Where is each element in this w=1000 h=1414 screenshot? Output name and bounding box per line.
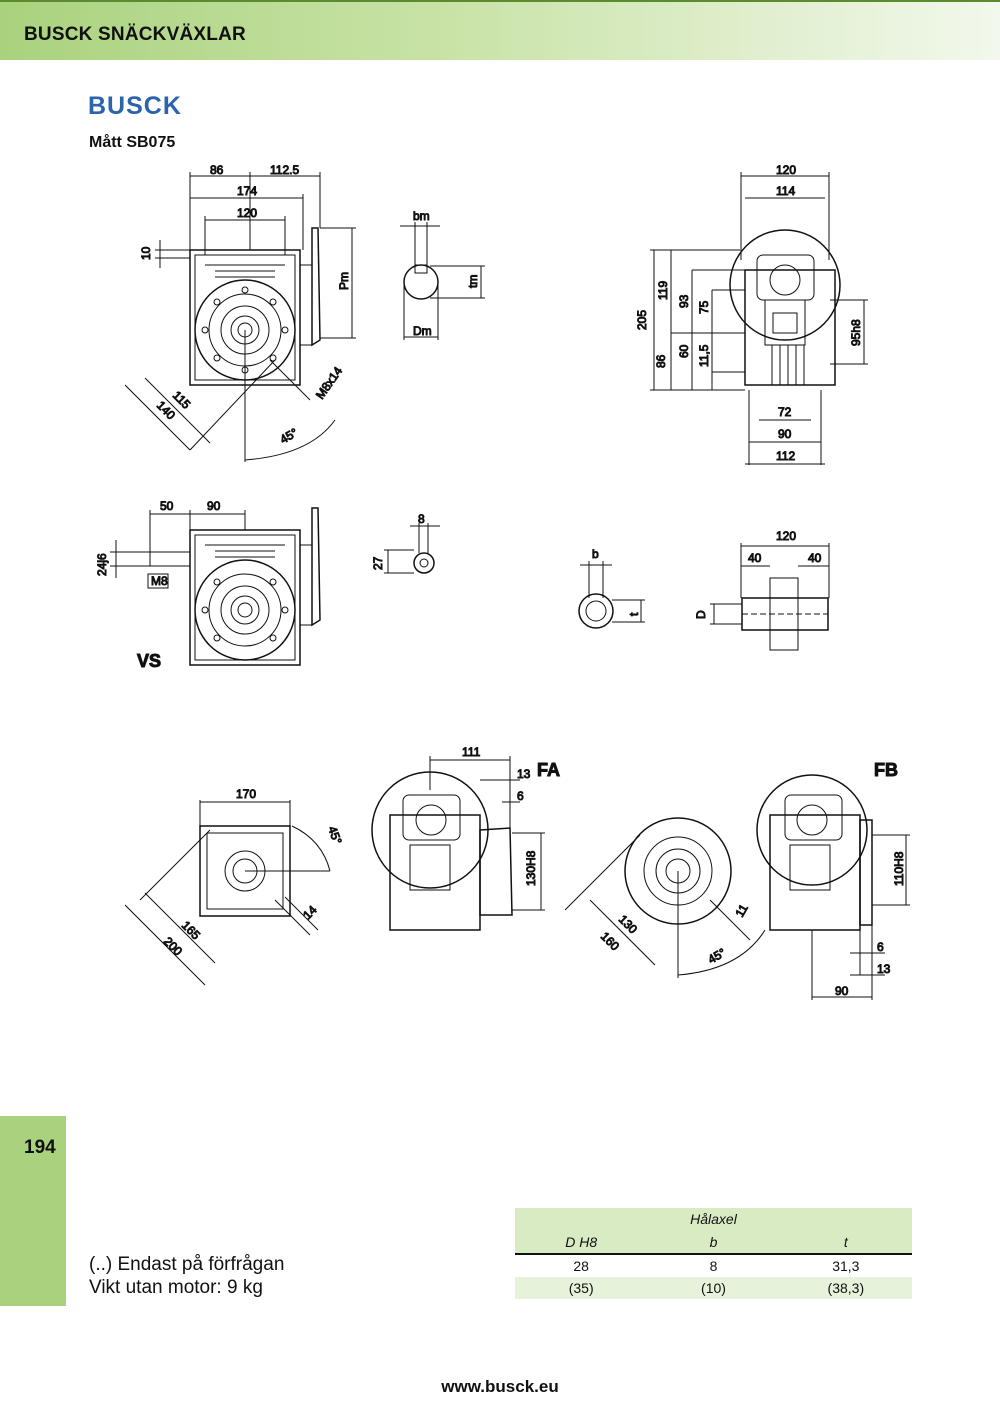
dim-s14: 14 bbox=[300, 903, 320, 923]
dim-h40b: 40 bbox=[808, 551, 822, 565]
table-cell: (35) bbox=[568, 1280, 594, 1296]
page-header: BUSCK SNÄCKVÄXLAR bbox=[0, 0, 1000, 60]
dim-hd: D bbox=[694, 610, 708, 619]
table-header-row: D H8 b t bbox=[515, 1231, 912, 1255]
dim-s165: 165 bbox=[179, 918, 203, 942]
dim-fa130h8: 130H8 bbox=[524, 850, 538, 886]
dim-h120: 120 bbox=[776, 529, 796, 543]
dim-fb11: 11 bbox=[732, 901, 751, 919]
dim-v90: 90 bbox=[207, 499, 221, 513]
request-note: (..) Endast på förfrågan bbox=[89, 1254, 285, 1275]
table-cell: 31,3 bbox=[832, 1258, 860, 1274]
dim-r11-5: 11,5 bbox=[697, 344, 711, 367]
table-header-cell: t bbox=[843, 1234, 848, 1250]
dim-10: 10 bbox=[139, 246, 153, 260]
vs-view bbox=[110, 507, 321, 666]
header-title: BUSCK SNÄCKVÄXLAR bbox=[24, 24, 246, 45]
dim-dm: Dm bbox=[413, 324, 432, 338]
dim-r205: 205 bbox=[635, 310, 649, 330]
table-cell: 8 bbox=[709, 1258, 718, 1274]
dim-h40a: 40 bbox=[748, 551, 762, 565]
table-cell: (38,3) bbox=[827, 1280, 865, 1296]
dim-k8: 8 bbox=[418, 512, 425, 526]
dim-fa111: 111 bbox=[462, 745, 481, 759]
dim-r60: 60 bbox=[677, 344, 691, 358]
dim-fa6: 6 bbox=[517, 789, 524, 803]
side-view-labels: 120 114 205 119 93 75 86 60 11,5 95h8 72… bbox=[635, 163, 864, 464]
dim-fb110h8: 110H8 bbox=[892, 851, 906, 886]
page-side-tab bbox=[0, 1116, 66, 1306]
fb-view bbox=[756, 774, 910, 1000]
dim-vm8: M8 bbox=[151, 574, 168, 588]
dim-hb: b bbox=[592, 547, 599, 561]
table-header-cell: b bbox=[709, 1234, 718, 1250]
front-view bbox=[124, 172, 356, 462]
technical-drawing: 86 112.5 174 120 10 Pm M8x14 115 140 45°… bbox=[95, 163, 910, 1000]
fa-view bbox=[371, 756, 545, 931]
dim-v24j6: 24j6 bbox=[95, 553, 109, 576]
weight-value: 9 kg bbox=[227, 1277, 263, 1298]
dim-pm: Pm bbox=[337, 272, 351, 290]
fa-label: FA bbox=[537, 760, 560, 780]
dim-m8x14: M8x14 bbox=[313, 364, 345, 402]
table-header-cell: D H8 bbox=[565, 1234, 598, 1250]
dim-r86: 86 bbox=[654, 354, 668, 368]
dim-fb160: 160 bbox=[598, 929, 622, 953]
vs-label: VS bbox=[137, 651, 161, 671]
dim-ht: t bbox=[627, 612, 641, 616]
dim-fb90: 90 bbox=[835, 984, 849, 998]
dim-tm: tm bbox=[466, 275, 480, 288]
dim-s170: 170 bbox=[236, 787, 256, 801]
dim-120: 120 bbox=[237, 206, 257, 220]
table-row: (35) (10) (38,3) bbox=[515, 1277, 912, 1299]
page-number: 194 bbox=[24, 1137, 56, 1158]
weight-label: Vikt utan motor: bbox=[89, 1277, 227, 1298]
dim-r95h8: 95h8 bbox=[849, 319, 863, 346]
dim-s45: 45° bbox=[325, 824, 344, 846]
dim-174: 174 bbox=[237, 184, 257, 198]
hollow-shaft-table: Hålaxel D H8 b t 28 8 31,3 (35) (10) (38… bbox=[515, 1208, 912, 1299]
dim-r90: 90 bbox=[778, 427, 792, 441]
dim-r75: 75 bbox=[697, 300, 711, 314]
drawing-subtitle: Mått SB075 bbox=[89, 134, 176, 151]
dim-fa13: 13 bbox=[517, 767, 531, 781]
dim-fb13: 13 bbox=[877, 962, 891, 976]
dim-s200: 200 bbox=[161, 934, 185, 958]
table-row: 28 8 31,3 bbox=[515, 1255, 912, 1277]
dim-r93: 93 bbox=[677, 294, 691, 308]
table-group-header: Hålaxel bbox=[515, 1208, 912, 1231]
side-view bbox=[650, 172, 868, 465]
motor-shaft-detail bbox=[400, 222, 485, 340]
square-flange-view bbox=[124, 800, 331, 986]
table-cell: 28 bbox=[573, 1258, 589, 1274]
dim-86: 86 bbox=[210, 163, 224, 177]
dim-112-5: 112.5 bbox=[270, 163, 299, 177]
dim-r120: 120 bbox=[776, 163, 796, 177]
key-detail bbox=[384, 523, 440, 574]
weight-note: Vikt utan motor: 9 kg bbox=[89, 1277, 263, 1299]
dim-r114: 114 bbox=[776, 184, 795, 198]
dim-r119: 119 bbox=[656, 281, 670, 300]
footer-url[interactable]: www.busck.eu bbox=[441, 1377, 559, 1396]
dim-bm: bm bbox=[413, 209, 430, 223]
dim-k27: 27 bbox=[371, 556, 385, 570]
table-cell: (10) bbox=[701, 1280, 726, 1296]
dim-r72: 72 bbox=[778, 405, 792, 419]
hollow-shaft-detail bbox=[578, 543, 830, 651]
dim-fb130: 130 bbox=[616, 912, 640, 936]
dim-fb6: 6 bbox=[877, 940, 884, 954]
round-flange-view bbox=[564, 817, 766, 978]
dim-45deg: 45° bbox=[278, 425, 301, 446]
dim-r112: 112 bbox=[776, 449, 795, 463]
dim-fb45: 45° bbox=[706, 945, 729, 966]
fb-label: FB bbox=[874, 760, 898, 780]
busck-logo: BUSCK bbox=[88, 92, 182, 120]
dim-v50: 50 bbox=[160, 499, 174, 513]
